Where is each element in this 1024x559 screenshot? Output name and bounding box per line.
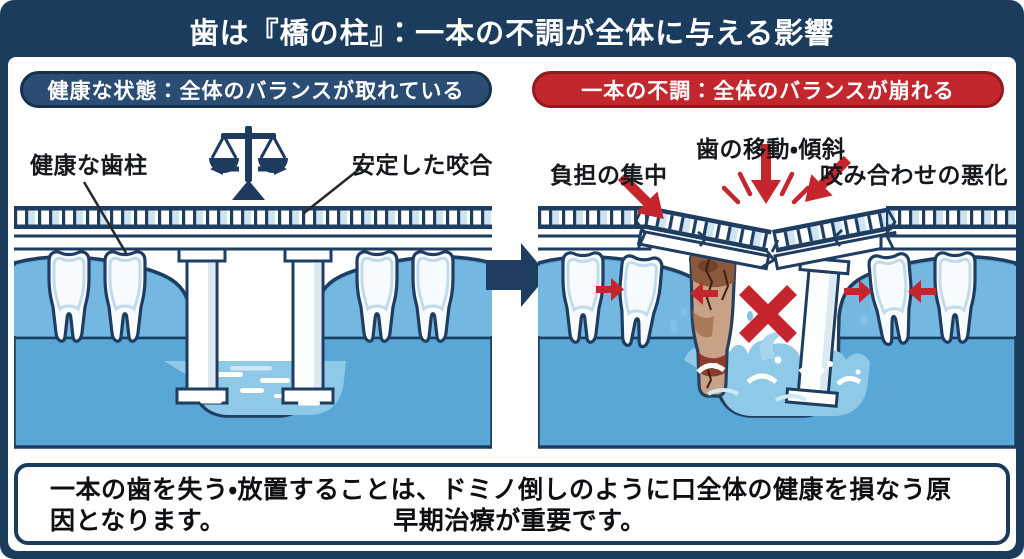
pointer-line (303, 166, 363, 214)
ripple (298, 401, 320, 406)
label-load-concentration: 負担の集中 (550, 162, 668, 188)
label-tooth-movement: 歯の移動・傾斜 (696, 136, 846, 162)
healthy-panel-header: 健康な状態：全体のバランスが取れている (20, 71, 492, 108)
failing-bridge-illustration: 負担の集中 歯の移動・傾斜 咬み合わせの悪化 (538, 120, 1016, 460)
bridge-column (175, 247, 229, 405)
label-stable-occlusion: 安定した咬合 (352, 152, 493, 178)
main-title: 歯は『橋の柱』：一本の不調が全体に与える影響 (189, 18, 835, 50)
transition-arrow-icon (486, 243, 548, 307)
decayed-tooth-pillar (689, 248, 737, 398)
label-bite-deterioration: 咬み合わせの悪化 (820, 162, 1008, 188)
summary-line-2-end: 早期治療が重要です。 (393, 507, 646, 535)
pointer-line (82, 181, 128, 254)
summary-line-2: 因となります。 早期治療が重要です。 (50, 506, 980, 537)
summary-line-1: 一本の歯を失う・放置することは、ドミノ倒しのように口全体の健康を損なう原 (50, 476, 952, 504)
deck-crack (634, 207, 897, 269)
impact-burst-icon (721, 171, 811, 205)
red-x-icon (739, 285, 797, 343)
summary-box: 一本の歯を失う・放置することは、ドミノ倒しのように口全体の健康を損なう原 因とな… (14, 463, 1010, 545)
summary-line-2-start: 因となります。 (50, 507, 226, 535)
bridge-deck (14, 206, 492, 251)
healthy-bridge-illustration: 健康な歯柱 安定した咬合 (14, 120, 493, 460)
problem-panel-header: 一本の不調：全体のバランスが崩れる (532, 71, 1004, 108)
healthy-bridge-svg (14, 126, 492, 449)
label-healthy-pillar: 健康な歯柱 (30, 152, 148, 178)
bridge-deck-right (879, 206, 1016, 251)
failing-bridge-svg (538, 144, 1016, 449)
bridge-deck-sagging (636, 206, 899, 271)
wave-foam (696, 356, 862, 402)
bridge-column (281, 247, 335, 405)
red-stress-arrows (610, 144, 858, 230)
balance-scale-icon (209, 126, 288, 200)
ripple (200, 399, 222, 404)
content-area: 健康な状態：全体のバランスが取れている 一本の不調：全体のバランスが崩れる (8, 57, 1016, 551)
bridge-deck-left (538, 206, 652, 251)
